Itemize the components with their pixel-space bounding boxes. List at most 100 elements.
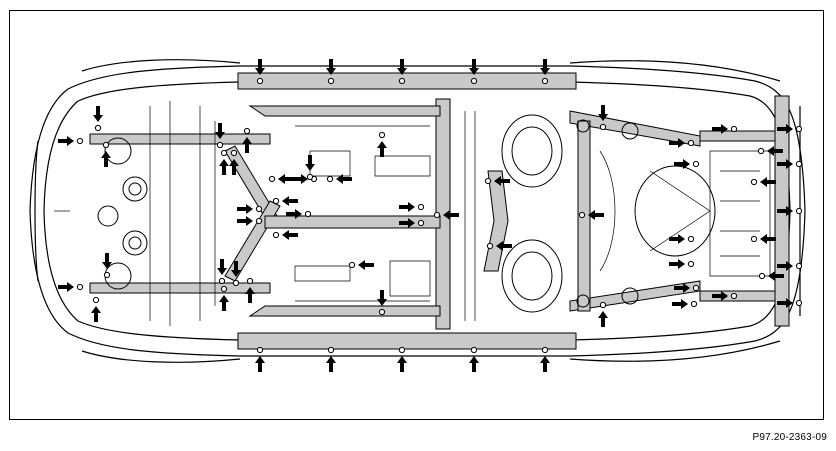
fastener-point <box>541 77 549 85</box>
locator-arrow <box>229 159 239 175</box>
fastener-point <box>230 149 238 157</box>
locator-arrow <box>292 174 308 184</box>
locator-arrow <box>674 159 690 169</box>
fastener-point <box>216 141 224 149</box>
locator-arrow <box>768 271 784 281</box>
shaded-members <box>89 72 790 350</box>
locator-arrow <box>231 261 241 277</box>
locator-arrow <box>669 259 685 269</box>
locator-arrow <box>58 136 74 146</box>
underbody-diagram <box>29 59 806 372</box>
locator-arrow <box>397 59 407 75</box>
fastener-point <box>102 141 110 149</box>
fastener-point <box>795 262 803 270</box>
locator-arrow <box>443 210 459 220</box>
locator-arrow <box>712 124 728 134</box>
locator-arrow <box>540 356 550 372</box>
fastener-point <box>433 211 441 219</box>
locator-arrow <box>494 176 510 186</box>
locator-arrow <box>217 259 227 275</box>
fastener-point <box>272 197 280 205</box>
locator-arrow <box>282 196 298 206</box>
fastener-point <box>304 210 312 218</box>
fastener-point <box>398 346 406 354</box>
locator-arrow <box>219 159 229 175</box>
locator-arrow <box>540 59 550 75</box>
fastener-point <box>398 77 406 85</box>
locator-arrow <box>760 234 776 244</box>
fastener-point <box>578 211 586 219</box>
fastener-point <box>378 308 386 316</box>
fastener-point <box>757 147 765 155</box>
fastener-point <box>795 125 803 133</box>
locator-arrow <box>469 356 479 372</box>
fastener-point <box>730 125 738 133</box>
locator-arrow <box>237 204 253 214</box>
fastener-point <box>268 175 276 183</box>
fastener-point <box>692 160 700 168</box>
locator-arrow <box>598 311 608 327</box>
locator-arrow <box>286 209 302 219</box>
locator-arrow <box>245 287 255 303</box>
locator-arrow <box>496 241 512 251</box>
locator-arrow <box>777 206 793 216</box>
fastener-point <box>255 217 263 225</box>
fastener-point <box>272 231 280 239</box>
fastener-point <box>218 277 226 285</box>
locator-arrow <box>377 141 387 157</box>
fastener-point <box>256 77 264 85</box>
fastener-point <box>378 131 386 139</box>
locator-arrow <box>278 174 294 184</box>
locator-arrow <box>326 59 336 75</box>
locator-arrow <box>588 210 604 220</box>
locator-arrow <box>777 159 793 169</box>
fastener-point <box>220 285 228 293</box>
fastener-point <box>246 277 254 285</box>
fastener-point <box>470 346 478 354</box>
locator-arrow <box>215 123 225 139</box>
locator-arrow <box>219 295 229 311</box>
fastener-point <box>484 177 492 185</box>
locator-arrow <box>336 174 352 184</box>
fastener-point <box>795 207 803 215</box>
locator-arrow <box>255 59 265 75</box>
fastener-point <box>687 235 695 243</box>
fastener-point <box>541 346 549 354</box>
fastener-point <box>599 123 607 131</box>
locator-arrow <box>777 124 793 134</box>
locator-arrow <box>674 283 690 293</box>
fastener-point <box>795 160 803 168</box>
fastener-points <box>76 77 803 354</box>
locator-arrow <box>93 106 103 122</box>
locator-arrow <box>399 202 415 212</box>
fastener-point <box>486 242 494 250</box>
wheel-wells <box>97 114 716 313</box>
detail-lines <box>54 101 771 326</box>
fastener-point <box>730 292 738 300</box>
locator-arrow <box>377 290 387 306</box>
fastener-point <box>327 346 335 354</box>
locator-arrow <box>101 151 111 167</box>
locator-arrow <box>91 306 101 322</box>
locator-arrow <box>399 218 415 228</box>
fastener-point <box>795 299 803 307</box>
fastener-point <box>256 346 264 354</box>
fastener-point <box>76 137 84 145</box>
arrow-markers <box>58 59 793 372</box>
locator-arrow <box>777 261 793 271</box>
fastener-point <box>692 284 700 292</box>
fastener-point <box>417 203 425 211</box>
locator-arrow <box>102 253 112 269</box>
locator-arrow <box>669 138 685 148</box>
locator-arrow <box>767 146 783 156</box>
fastener-point <box>326 175 334 183</box>
fastener-point <box>687 139 695 147</box>
locator-arrow <box>712 291 728 301</box>
fastener-point <box>750 235 758 243</box>
locator-arrow <box>58 282 74 292</box>
locator-arrow <box>397 356 407 372</box>
locator-arrow <box>326 356 336 372</box>
fastener-point <box>690 300 698 308</box>
locator-arrow <box>255 356 265 372</box>
fastener-point <box>76 283 84 291</box>
